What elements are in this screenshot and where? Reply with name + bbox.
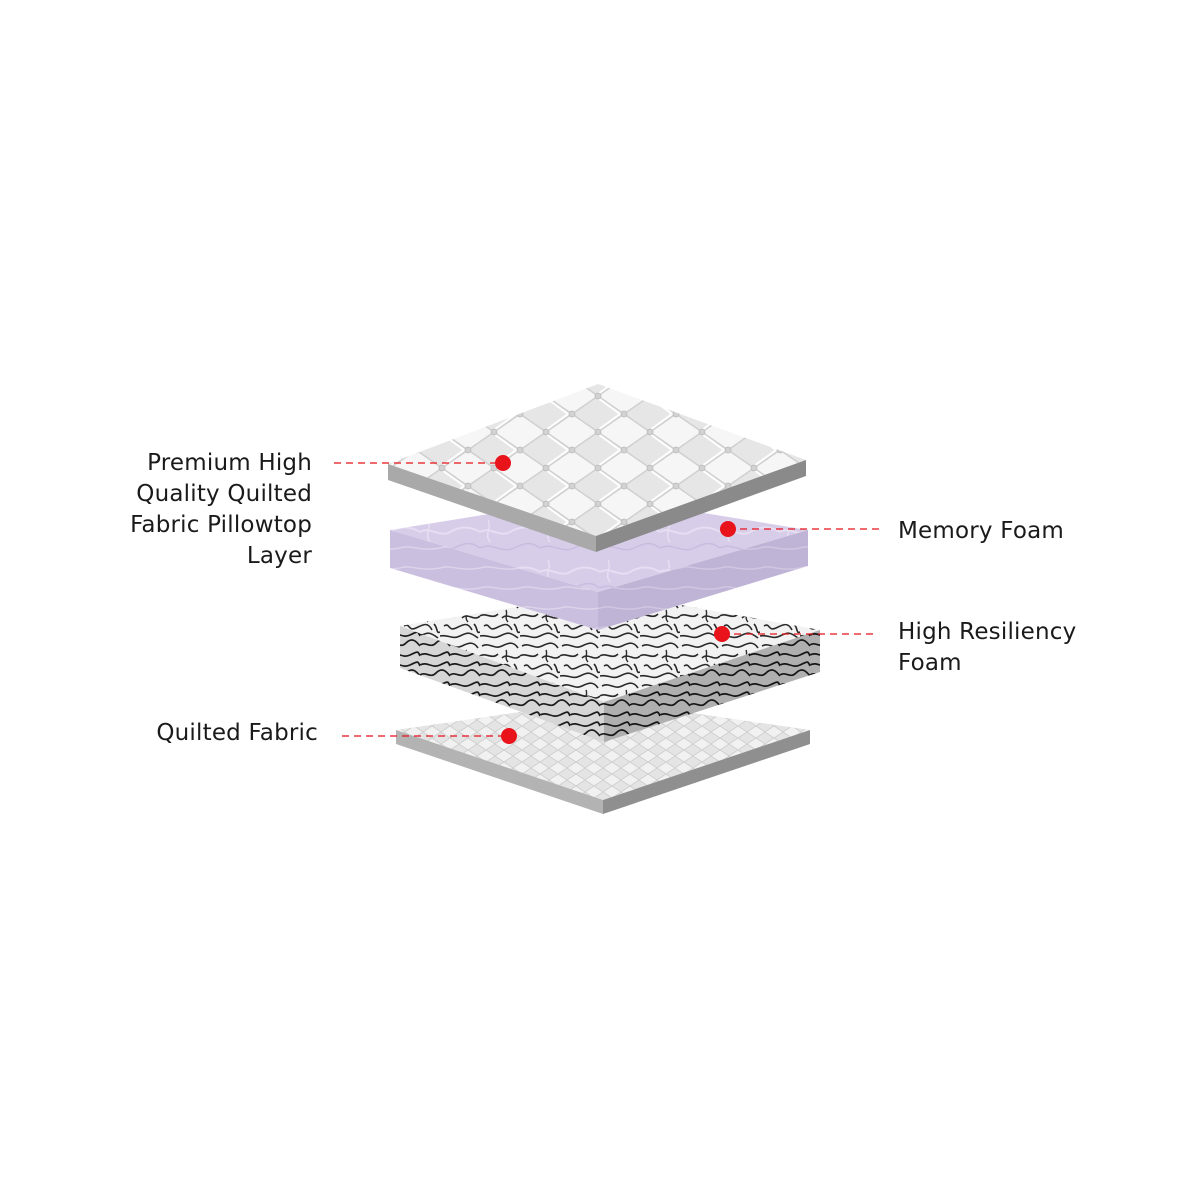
resiliency-foam-right-side [604,630,820,742]
quilted-fabric-left-side [396,730,603,814]
marker-dot-quilted-fabric [501,728,517,744]
quilted-fabric-top-face [396,700,810,800]
pillowtop-top-face [388,384,806,536]
marker-dot-resiliency-foam [714,626,730,642]
pillowtop-left-side [388,464,596,552]
layer-quilted-fabric [396,700,810,814]
marker-dot-memory-foam [720,521,736,537]
memory-foam-left-side [390,530,598,630]
label-memory-foam: Memory Foam [898,518,1065,544]
resiliency-foam-top-face [400,592,820,702]
label-pillowtop: Premium High Quality Quilted Fabric Pill… [130,450,312,569]
leader-lines [334,455,882,744]
memory-foam-right-side [598,530,808,630]
layer-pillowtop [388,384,806,552]
layer-high-resiliency-foam [400,592,820,742]
marker-dot-pillowtop [495,455,511,471]
pillowtop-right-side [596,460,806,552]
quilted-fabric-right-side [603,730,810,814]
label-high-resiliency-foam: High Resiliency Foam [898,619,1077,676]
resiliency-foam-left-side [400,626,604,742]
label-quilted-fabric: Quilted Fabric [156,720,318,746]
